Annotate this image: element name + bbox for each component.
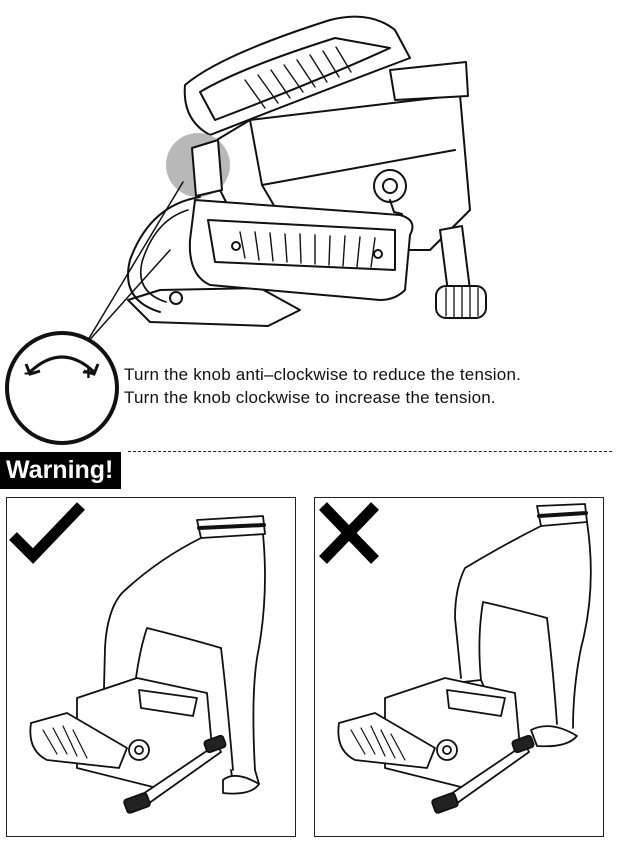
tension-instructions: Turn the knob anti–clockwise to reduce t… — [124, 363, 521, 409]
dashed-divider — [128, 451, 612, 452]
wrong-usage-illustration — [337, 503, 592, 814]
instruction-reduce: Turn the knob anti–clockwise to reduce t… — [124, 365, 522, 384]
stepper-illustration — [84, 15, 487, 346]
front-pedal — [188, 199, 414, 301]
correct-usage-panel — [6, 497, 296, 837]
wrong-usage-panel — [314, 497, 604, 837]
checkmark-icon — [9, 502, 85, 564]
knob-callout: – + — [0, 320, 140, 450]
rear-pedal — [183, 15, 411, 136]
correct-usage-illustration — [29, 515, 266, 814]
rotation-arrow-icon — [28, 355, 96, 374]
knob-circle — [5, 331, 119, 445]
warning-label: Warning! — [0, 452, 122, 489]
cross-x-icon — [319, 502, 379, 564]
knob-plus-sign: + — [82, 360, 95, 385]
knob-minus-sign: – — [24, 362, 36, 384]
instruction-increase: Turn the knob clockwise to increase the … — [124, 388, 496, 407]
